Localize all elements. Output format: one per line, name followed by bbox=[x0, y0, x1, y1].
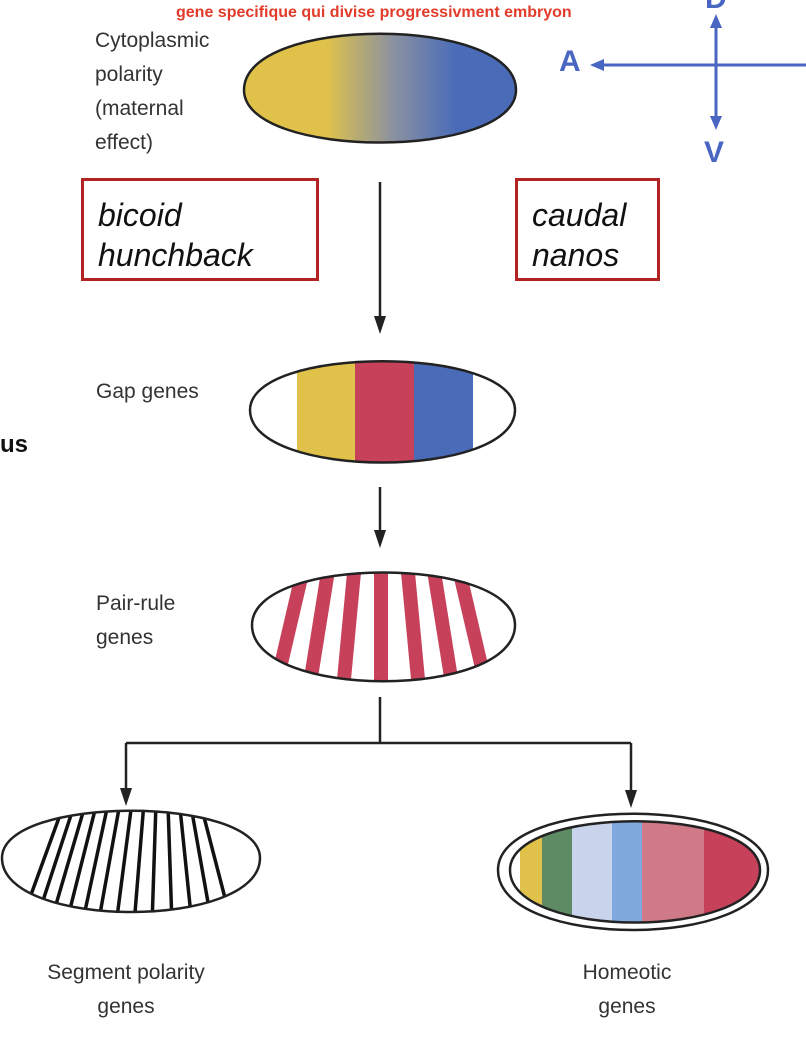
label-homeotic-genes: Homeotic genes bbox=[582, 961, 672, 1018]
gap-band-blue bbox=[414, 361, 473, 463]
embryo-homeotic-inner bbox=[508, 820, 762, 924]
arrowhead-right bbox=[625, 790, 637, 808]
pair-stripe-3 bbox=[336, 572, 362, 682]
hom-band-pink bbox=[642, 821, 704, 923]
anterior-arrowhead bbox=[590, 59, 604, 71]
hom-band-yellow bbox=[520, 821, 542, 923]
cropped-text: us bbox=[0, 431, 29, 458]
caption-text: gene specifique qui divise progressivmen… bbox=[176, 4, 572, 21]
homeotic-bands bbox=[520, 821, 760, 923]
hom-band-light-blue bbox=[612, 821, 642, 923]
hom-band-green bbox=[542, 821, 572, 923]
axis-label-dorsal: D bbox=[705, 0, 727, 14]
label-segment-polarity-genes: Segment polarity genes bbox=[47, 961, 205, 1018]
orientation-axes bbox=[590, 14, 806, 130]
arrowhead-2 bbox=[374, 530, 386, 548]
embryo-gap-genes bbox=[248, 360, 517, 464]
label-pair-rule-genes: Pair-rule genes bbox=[96, 592, 176, 649]
label-cytoplasmic-polarity: Cytoplasmic polarity (maternal effect) bbox=[95, 29, 210, 154]
label-gap-genes: Gap genes bbox=[96, 380, 199, 403]
pair-stripe-7 bbox=[452, 572, 494, 682]
axis-label-ventral: V bbox=[704, 136, 725, 169]
gap-band-red bbox=[355, 361, 414, 463]
pair-stripe-6 bbox=[426, 572, 460, 682]
embryo-pair-rule bbox=[250, 571, 517, 683]
gene-box-posterior: caudal nanos bbox=[515, 178, 660, 281]
axis-label-anterior: A bbox=[559, 45, 581, 78]
gap-bands bbox=[297, 361, 473, 463]
gap-band-yellow bbox=[297, 361, 355, 463]
embryo-segment-polarity bbox=[0, 809, 262, 914]
arrowhead-1 bbox=[374, 316, 386, 334]
pair-stripe-5 bbox=[400, 572, 426, 682]
embryo-homeotic-outer bbox=[496, 812, 770, 932]
pair-stripe-2 bbox=[302, 572, 336, 682]
embryo-cytoplasmic-polarity bbox=[242, 32, 518, 144]
hom-band-lavender bbox=[572, 821, 612, 923]
branch-connector bbox=[124, 697, 633, 792]
pair-stripe-4 bbox=[374, 572, 388, 682]
ventral-arrowhead bbox=[710, 116, 722, 130]
arrowhead-left bbox=[120, 788, 132, 806]
dorsal-arrowhead bbox=[710, 14, 722, 28]
gene-box-anterior: bicoid hunchback bbox=[81, 178, 319, 281]
